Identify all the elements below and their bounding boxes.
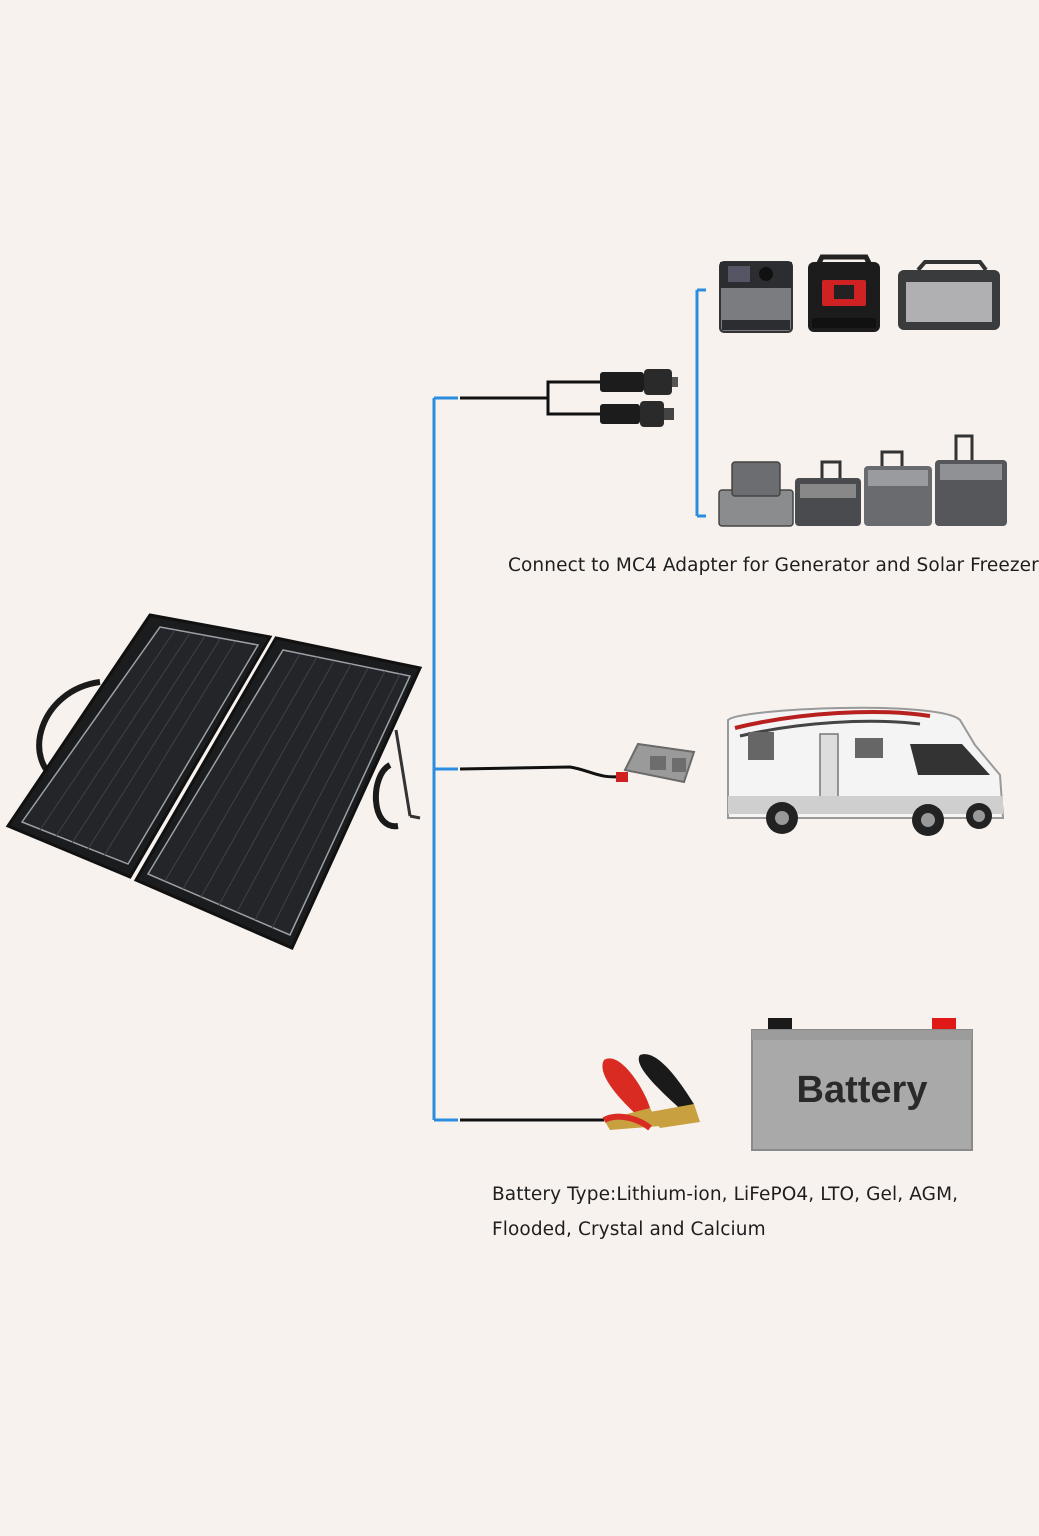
battery-label: Battery [796, 1068, 928, 1111]
rv-motorhome-icon [727, 706, 1005, 836]
power-station-icon [719, 254, 1000, 333]
caption-battery-line-2: Flooded, Crystal and Calcium [492, 1219, 766, 1240]
cable-middle [459, 765, 626, 779]
caption-mc4-adapter: Connect to MC4 Adapter for Generator and… [508, 555, 1039, 576]
solar-freezer-icon [718, 434, 1007, 527]
caption-battery-types: Battery Type:Lithium-ion, LiFePO4, LTO, … [492, 1177, 1012, 1247]
cable-top [460, 380, 600, 416]
solar-panel-icon [5, 613, 423, 950]
anderson-connector-icon [616, 742, 696, 784]
battery-icon [751, 1018, 973, 1151]
mc4-branch-connector-icon [600, 369, 678, 427]
caption-battery-line-1: Battery Type:Lithium-ion, LiFePO4, LTO, … [492, 1184, 959, 1205]
alligator-clamp-icon [602, 1054, 700, 1131]
connector-bracket [432, 288, 706, 1122]
